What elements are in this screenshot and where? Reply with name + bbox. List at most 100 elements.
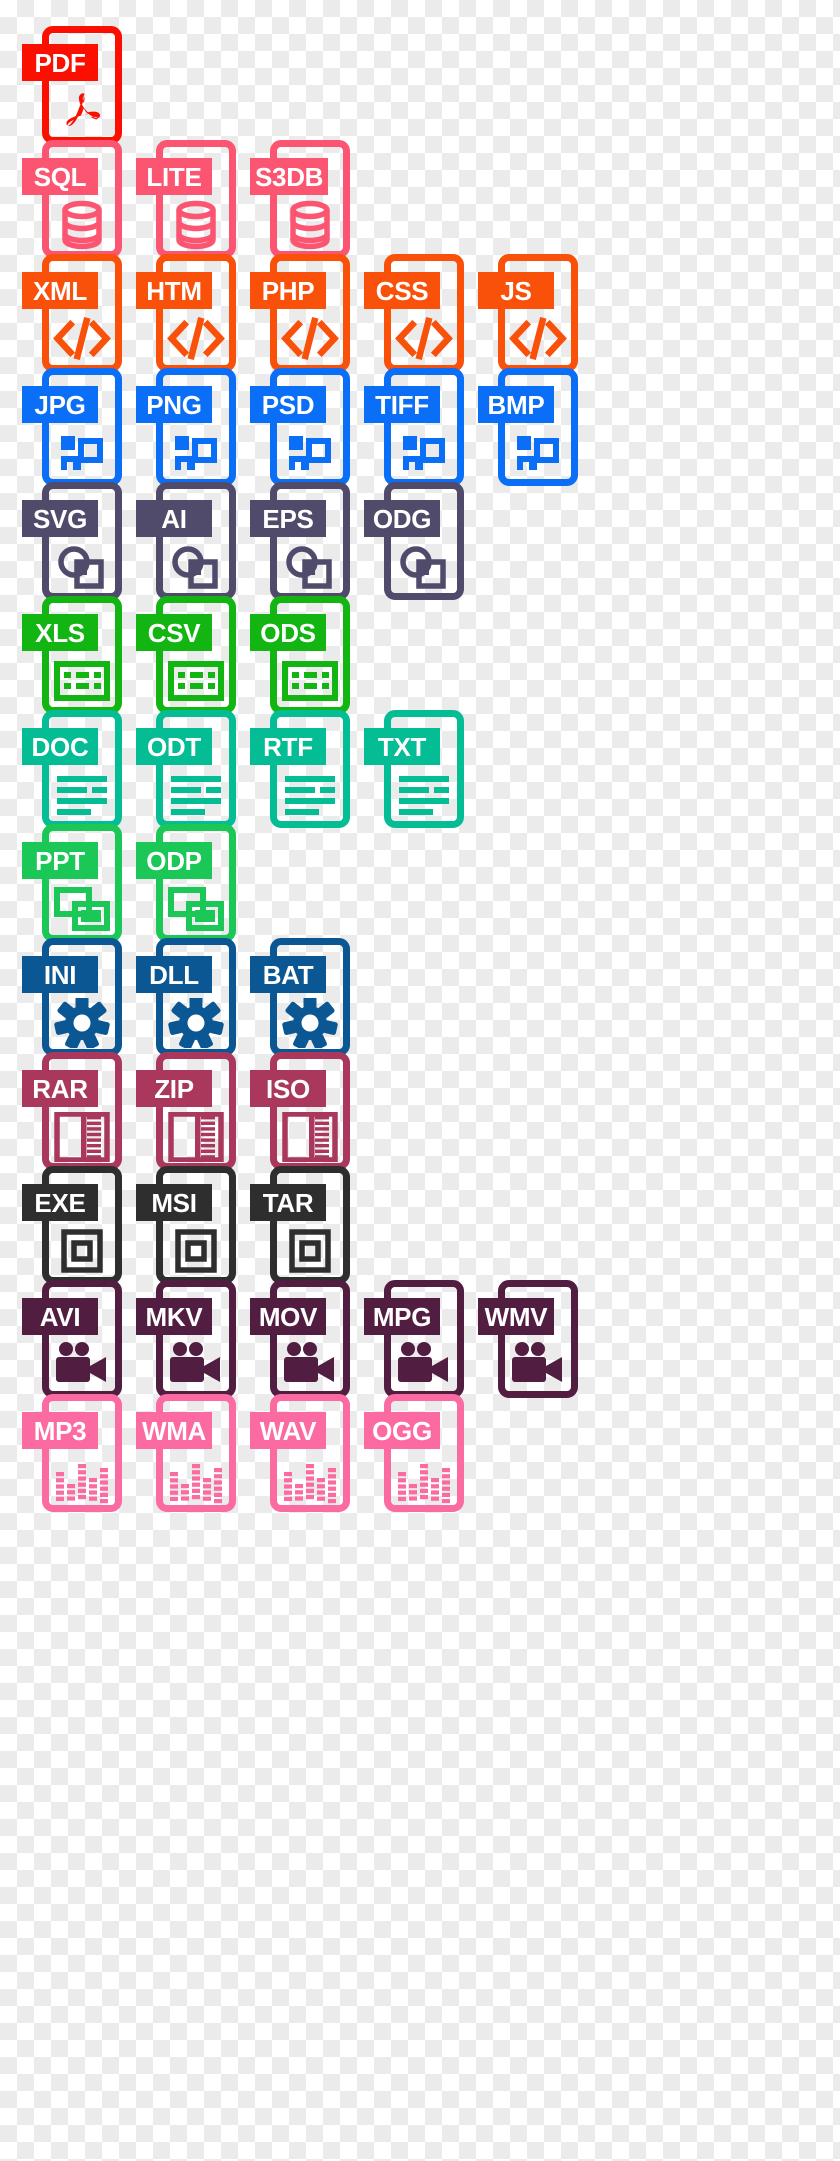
code-brackets-icon — [167, 314, 225, 364]
table-grid-icon — [281, 656, 339, 706]
file-icon-ogg[interactable]: OGG — [364, 1394, 464, 1512]
document-frame — [498, 368, 578, 486]
file-type-label: WMV — [484, 1301, 548, 1332]
square-in-square-icon — [53, 1226, 111, 1276]
file-icon-mpg[interactable]: MPG — [364, 1280, 464, 1398]
file-icon-mov[interactable]: MOV — [250, 1280, 350, 1398]
file-icon-ai[interactable]: AI — [136, 482, 236, 600]
file-type-badge: ODG — [364, 500, 440, 537]
file-icon-png[interactable]: PNG — [136, 368, 236, 486]
file-icon-css[interactable]: CSS — [364, 254, 464, 372]
file-icon-wav[interactable]: WAV — [250, 1394, 350, 1512]
file-type-badge: TXT — [364, 728, 440, 765]
file-type-label: MOV — [258, 1301, 318, 1332]
acrobat-a-icon — [53, 86, 111, 136]
pixel-blocks-image-icon — [395, 428, 453, 478]
file-icon-msi[interactable]: MSI — [136, 1166, 236, 1284]
file-type-badge: S3DB — [250, 158, 329, 195]
file-type-badge: CSV — [136, 614, 212, 651]
file-icon-htm[interactable]: HTM — [136, 254, 236, 372]
equalizer-bars-icon — [395, 1454, 453, 1504]
file-icon-psd[interactable]: PSD — [250, 368, 350, 486]
file-icon-wma[interactable]: WMA — [136, 1394, 236, 1512]
file-icon-jpg[interactable]: JPG — [22, 368, 122, 486]
file-icon-xml[interactable]: XML — [22, 254, 122, 372]
file-icon-mp3[interactable]: MP3 — [22, 1394, 122, 1512]
movie-camera-icon — [281, 1340, 339, 1390]
file-type-badge: TAR — [250, 1184, 326, 1221]
file-icon-doc[interactable]: DOC — [22, 710, 122, 828]
file-type-badge: JPG — [22, 386, 98, 423]
movie-camera-icon — [53, 1340, 111, 1390]
file-type-badge: DOC — [22, 728, 98, 765]
file-icon-ppt[interactable]: PPT — [22, 824, 122, 942]
file-icon-csv[interactable]: CSV — [136, 596, 236, 714]
code-brackets-icon — [395, 314, 453, 364]
file-icon-ods[interactable]: ODS — [250, 596, 350, 714]
file-type-badge: OGG — [364, 1412, 440, 1449]
file-icon-wmv[interactable]: WMV — [478, 1280, 578, 1398]
file-type-label: ODP — [146, 845, 202, 876]
document-frame — [384, 710, 464, 828]
text-lines-icon — [167, 770, 225, 820]
file-icon-tiff[interactable]: TIFF — [364, 368, 464, 486]
text-lines-icon — [395, 770, 453, 820]
file-type-label: HTM — [146, 275, 202, 306]
file-icon-iso[interactable]: ISO — [250, 1052, 350, 1170]
slides-stack-icon — [53, 884, 111, 934]
file-icon-ini[interactable]: INI — [22, 938, 122, 1056]
file-icon-lite[interactable]: LITE — [136, 140, 236, 258]
file-type-label: RTF — [263, 731, 313, 762]
file-icon-bat[interactable]: BAT — [250, 938, 350, 1056]
zipper-archive-icon — [53, 1112, 111, 1162]
file-type-label: BAT — [262, 959, 314, 990]
file-icon-php[interactable]: PHP — [250, 254, 350, 372]
file-type-label: WMA — [141, 1415, 207, 1446]
file-type-badge: MPG — [364, 1298, 440, 1335]
file-type-label: MSI — [151, 1187, 197, 1218]
pixel-blocks-image-icon — [53, 428, 111, 478]
file-icon-odp[interactable]: ODP — [136, 824, 236, 942]
file-icon-svg[interactable]: SVG — [22, 482, 122, 600]
file-type-badge: ODS — [250, 614, 326, 651]
file-icon-odt[interactable]: ODT — [136, 710, 236, 828]
file-icon-pdf[interactable]: PDF — [22, 26, 122, 144]
file-icon-avi[interactable]: AVI — [22, 1280, 122, 1398]
code-brackets-icon — [53, 314, 111, 364]
file-icon-xls[interactable]: XLS — [22, 596, 122, 714]
file-icon-mkv[interactable]: MKV — [136, 1280, 236, 1398]
equalizer-bars-icon — [53, 1454, 111, 1504]
file-icon-s3db[interactable]: S3DB — [250, 140, 350, 258]
table-grid-icon — [167, 656, 225, 706]
file-type-label: JS — [500, 275, 532, 306]
database-cylinder-icon — [281, 200, 339, 250]
file-icon-tar[interactable]: TAR — [250, 1166, 350, 1284]
file-icon-txt[interactable]: TXT — [364, 710, 464, 828]
file-icon-zip[interactable]: ZIP — [136, 1052, 236, 1170]
equalizer-bars-icon — [167, 1454, 225, 1504]
file-icon-rtf[interactable]: RTF — [250, 710, 350, 828]
file-icon-dll[interactable]: DLL — [136, 938, 236, 1056]
file-icon-eps[interactable]: EPS — [250, 482, 350, 600]
file-type-badge: MOV — [250, 1298, 326, 1335]
gear-icon — [53, 998, 111, 1048]
file-icon-odg[interactable]: ODG — [364, 482, 464, 600]
file-type-label: AVI — [39, 1301, 81, 1332]
file-type-badge: MP3 — [22, 1412, 98, 1449]
file-icon-sql[interactable]: SQL — [22, 140, 122, 258]
file-type-badge: ODT — [136, 728, 212, 765]
movie-camera-icon — [167, 1340, 225, 1390]
file-icon-bmp[interactable]: BMP — [478, 368, 578, 486]
file-icon-rar[interactable]: RAR — [22, 1052, 122, 1170]
square-in-square-icon — [281, 1226, 339, 1276]
file-icon-exe[interactable]: EXE — [22, 1166, 122, 1284]
file-icon-js[interactable]: JS — [478, 254, 578, 372]
file-type-badge: HTM — [136, 272, 212, 309]
pixel-blocks-image-icon — [509, 428, 567, 478]
file-type-badge: MKV — [136, 1298, 212, 1335]
document-frame — [384, 1394, 464, 1512]
file-type-badge: ISO — [250, 1070, 326, 1107]
circle-square-vector-icon — [167, 542, 225, 592]
file-type-badge: RAR — [22, 1070, 98, 1107]
